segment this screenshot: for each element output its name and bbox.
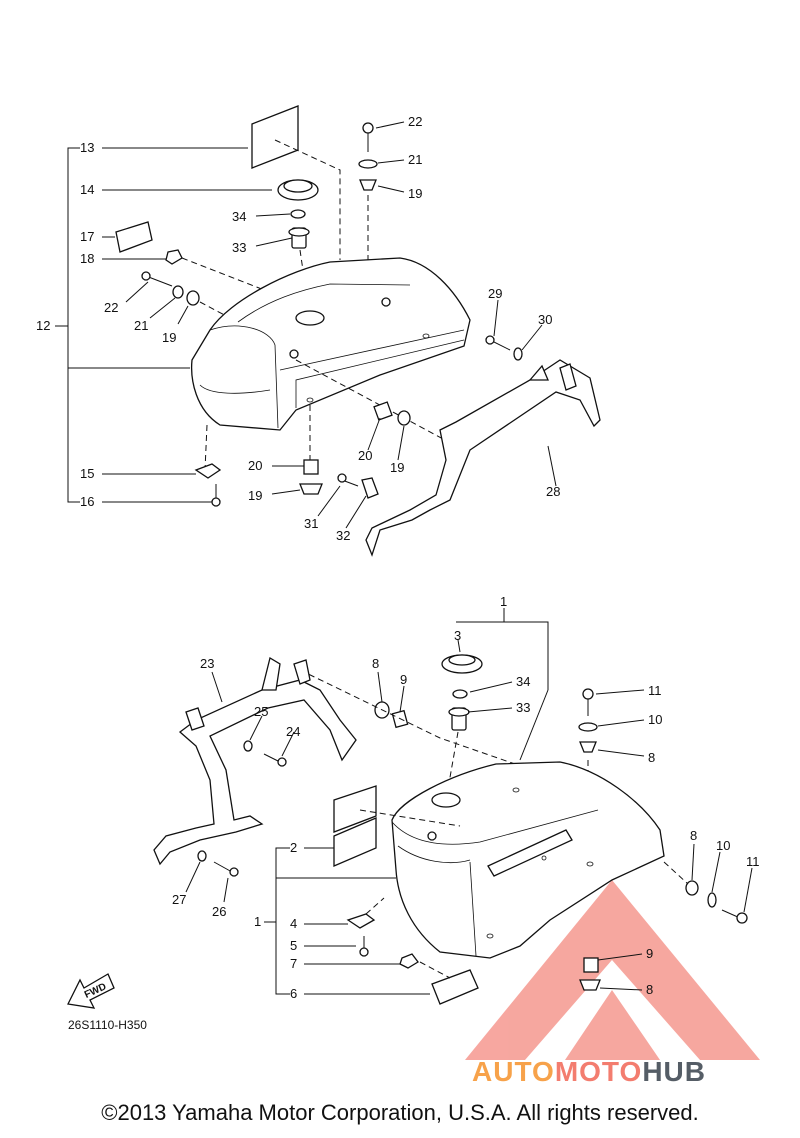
callout-16: 16 xyxy=(80,494,94,509)
callout-4: 4 xyxy=(290,916,297,931)
callout-25: 25 xyxy=(254,704,268,719)
callout-19-top: 19 xyxy=(408,186,422,201)
callout-labels: 13 14 17 18 12 22 21 19 22 21 19 34 33 2… xyxy=(36,114,760,1001)
callout-19-c: 19 xyxy=(248,488,262,503)
callout-20-b: 20 xyxy=(358,448,372,463)
watermark-hub: HUB xyxy=(642,1056,706,1087)
callout-26: 26 xyxy=(212,904,226,919)
callout-18: 18 xyxy=(80,251,94,266)
callout-22-top: 22 xyxy=(408,114,422,129)
callout-19-left: 19 xyxy=(162,330,176,345)
watermark-logo xyxy=(465,880,760,1060)
callout-12: 12 xyxy=(36,318,50,333)
lower-assembly xyxy=(67,608,753,1009)
copyright-notice: ©2013 Yamaha Motor Corporation, U.S.A. A… xyxy=(101,1100,699,1125)
callout-33-lower: 33 xyxy=(516,700,530,715)
callout-3: 3 xyxy=(454,628,461,643)
callout-2: 2 xyxy=(290,840,297,855)
callout-13: 13 xyxy=(80,140,94,155)
watermark-text: AUTOMOTOHUB xyxy=(472,1056,706,1088)
callout-32: 32 xyxy=(336,528,350,543)
figure-code: 26S1110-H350 xyxy=(68,1018,147,1032)
callout-29: 29 xyxy=(488,286,502,301)
callout-31: 31 xyxy=(304,516,318,531)
callout-34-upper: 34 xyxy=(232,209,246,224)
callout-21-left: 21 xyxy=(134,318,148,333)
callout-8-c: 8 xyxy=(690,828,697,843)
callout-24: 24 xyxy=(286,724,300,739)
watermark-moto: MOTO xyxy=(554,1056,643,1087)
callout-8-a: 8 xyxy=(372,656,379,671)
callout-33-upper: 33 xyxy=(232,240,246,255)
watermark-auto: AUTO xyxy=(472,1056,555,1087)
callout-15: 15 xyxy=(80,466,94,481)
callout-27: 27 xyxy=(172,892,186,907)
callout-11-b: 11 xyxy=(746,854,760,869)
callout-23: 23 xyxy=(200,656,214,671)
callout-17: 17 xyxy=(80,229,94,244)
callout-8-d: 8 xyxy=(646,982,653,997)
callout-1-top: 1 xyxy=(500,594,507,609)
callout-28: 28 xyxy=(546,484,560,499)
callout-1-lower: 1 xyxy=(254,914,261,929)
callout-19-d: 19 xyxy=(390,460,404,475)
callout-22-left: 22 xyxy=(104,300,118,315)
callout-9-a: 9 xyxy=(400,672,407,687)
callout-14: 14 xyxy=(80,182,94,197)
callout-10-a: 10 xyxy=(648,712,662,727)
callout-34-lower: 34 xyxy=(516,674,530,689)
callout-11-a: 11 xyxy=(648,683,662,698)
callout-10-b: 10 xyxy=(716,838,730,853)
callout-9-b: 9 xyxy=(646,946,653,961)
callout-7: 7 xyxy=(290,956,297,971)
upper-assembly xyxy=(55,105,601,557)
callout-6: 6 xyxy=(290,986,297,1001)
fwd-arrow-icon xyxy=(67,973,115,1009)
callout-21-top: 21 xyxy=(408,152,422,167)
callout-5: 5 xyxy=(290,938,297,953)
callout-20-a: 20 xyxy=(248,458,262,473)
callout-8-b: 8 xyxy=(648,750,655,765)
callout-30: 30 xyxy=(538,312,552,327)
